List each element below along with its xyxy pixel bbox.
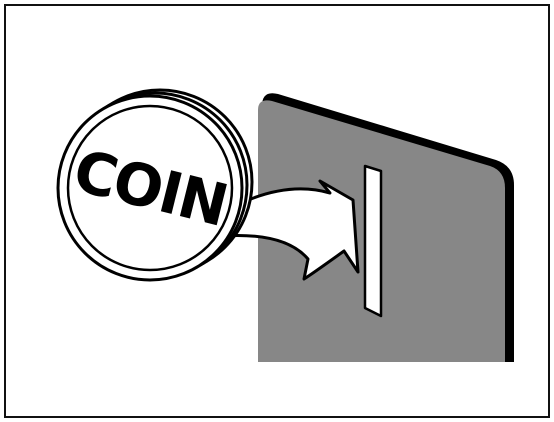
coin-slot — [365, 166, 381, 316]
